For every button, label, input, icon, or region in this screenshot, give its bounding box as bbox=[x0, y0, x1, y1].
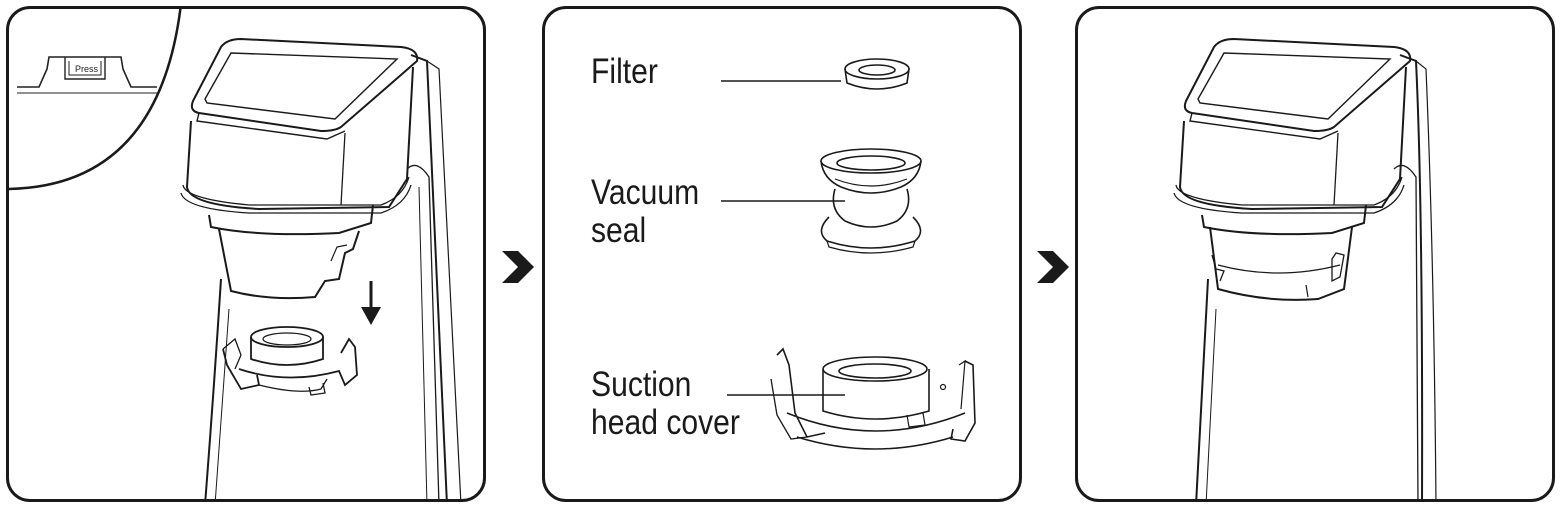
step-3-panel bbox=[1075, 6, 1555, 502]
vacuum-seal-part bbox=[820, 148, 922, 254]
appliance-illustration-assembled bbox=[1173, 37, 1437, 499]
suction-head-cover-part bbox=[222, 326, 358, 396]
parts-illustration bbox=[721, 58, 976, 450]
step-1-panel: Press bbox=[6, 6, 486, 502]
arrow-down-icon bbox=[361, 281, 381, 325]
filter-label: Filter bbox=[591, 53, 658, 91]
appliance-illustration-removing: Press bbox=[9, 9, 462, 499]
suction-head-label-line-1: Suction bbox=[591, 365, 692, 404]
suction-head-cover-label: Suction head cover bbox=[591, 366, 740, 442]
vacuum-seal-label-line-1: Vacuum bbox=[591, 173, 700, 212]
vacuum-seal-label: Vacuum seal bbox=[591, 174, 699, 250]
filter-part bbox=[844, 58, 910, 90]
suction-head-label-line-2: head cover bbox=[591, 403, 740, 442]
press-button-inset: Press bbox=[9, 9, 182, 191]
chevron-right-icon bbox=[1037, 251, 1069, 283]
press-label: Press bbox=[75, 64, 99, 74]
chevron-right-icon bbox=[502, 251, 534, 283]
vacuum-seal-label-line-2: seal bbox=[591, 211, 647, 250]
filter-label-line: Filter bbox=[591, 52, 658, 91]
suction-head-cover-part bbox=[770, 347, 976, 450]
step-2-parts-panel: Filter Vacuum seal Suction head cover bbox=[542, 6, 1022, 502]
